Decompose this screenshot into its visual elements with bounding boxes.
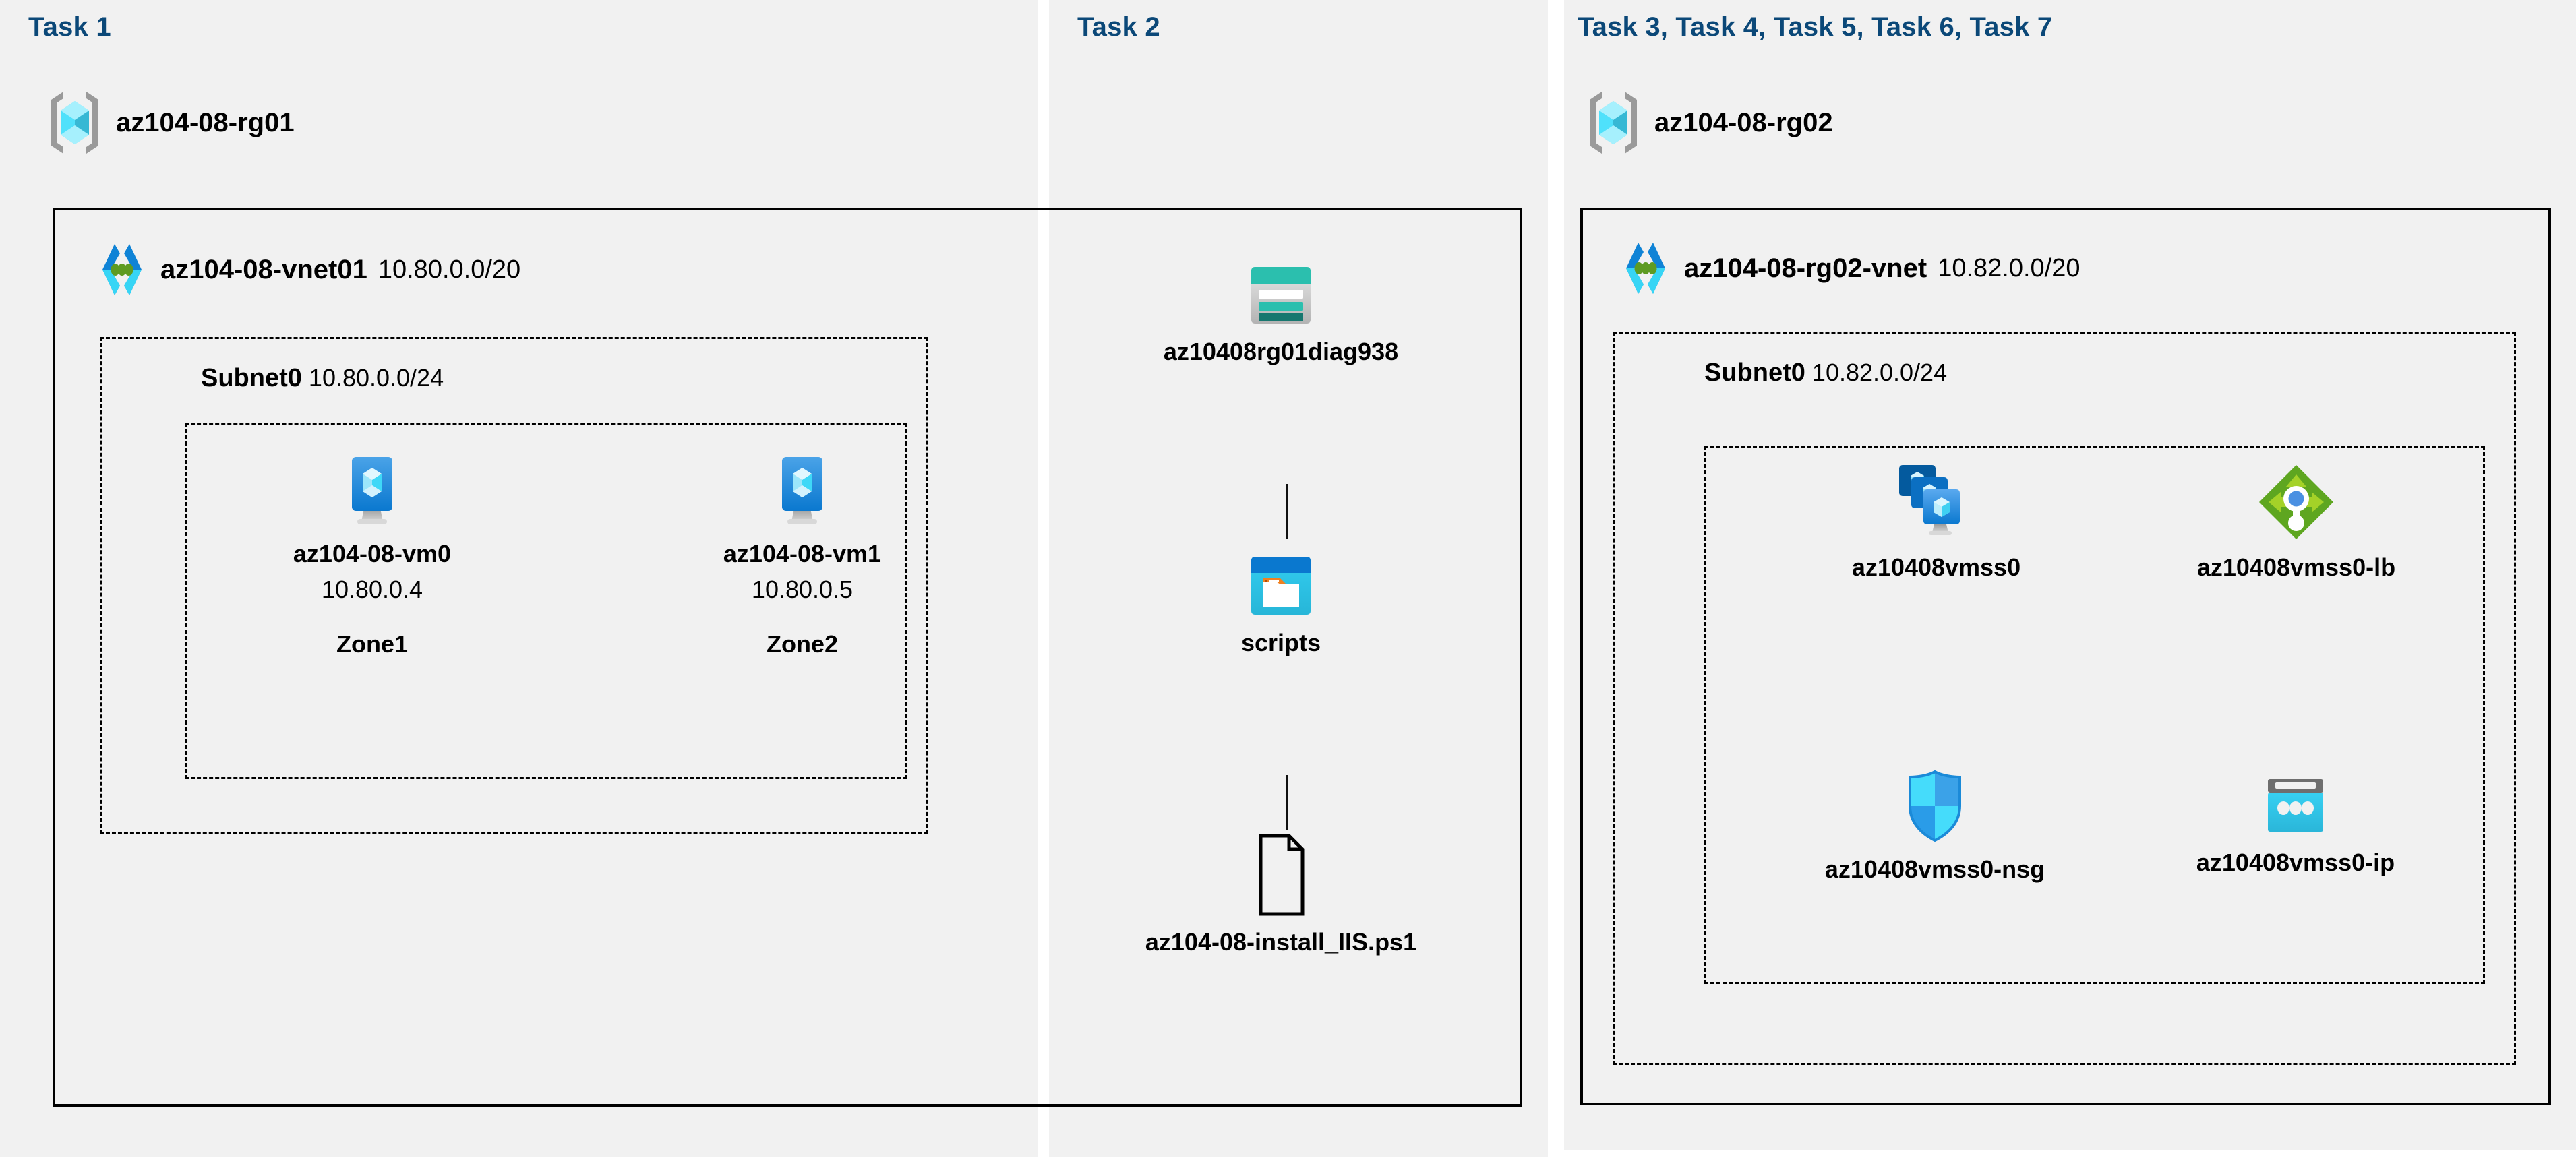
vnet-boundary-vnet01 [53, 208, 1522, 1107]
subnet-name-1: Subnet0 [201, 364, 302, 392]
subnet-label-1: Subnet0 10.80.0.0/24 [201, 364, 444, 393]
resource-group-name-rg02: az104-08-rg02 [1654, 107, 1833, 137]
node-vm-0[interactable]: az104-08-vm0 10.80.0.4 Zone1 [271, 453, 473, 659]
availability-zone-boundary-1 [185, 423, 907, 779]
resource-boundary-2 [1704, 446, 2485, 984]
node-name: az104-08-install_IIS.ps1 [1145, 928, 1417, 956]
task-label-3-7: Task 3, Task 4, Task 5, Task 6, Task 7 [1578, 12, 2053, 42]
node-vm-1[interactable]: az104-08-vm1 10.80.0.5 Zone2 [701, 453, 903, 659]
resource-group-icon [1587, 89, 1640, 156]
node-load-balancer[interactable]: az10408vmss0-lb [2148, 462, 2445, 582]
resource-group-icon [49, 89, 101, 156]
virtual-machine-icon [337, 453, 407, 528]
node-zone: Zone2 [766, 630, 838, 658]
node-name: az104-08-vm0 [293, 540, 452, 567]
node-name: az10408vmss0-lb [2196, 553, 2396, 581]
node-blob-container[interactable]: scripts [1146, 554, 1416, 658]
task-label-1: Task 1 [28, 12, 111, 42]
vnet-header-rg02-vnet: az104-08-rg02-vnet 10.82.0.0/20 [1618, 240, 2080, 297]
subnet-boundary-2 [1613, 332, 2516, 1065]
node-storage-account[interactable]: az10408rg01diag938 [1146, 264, 1416, 367]
public-ip-address-icon [2262, 775, 2329, 837]
node-ps1-file[interactable]: az104-08-install_IIS.ps1 [1119, 833, 1443, 957]
task-label-2: Task 2 [1077, 12, 1160, 42]
panel-task-1 [0, 0, 1038, 1157]
node-ip: 10.80.0.4 [321, 575, 423, 603]
connector-storage-to-container [1286, 484, 1288, 539]
node-name: az104-08-vm1 [723, 540, 882, 567]
node-vmss[interactable]: az10408vmss0 [1795, 462, 2078, 582]
node-network-security-group[interactable]: az10408vmss0-nsg [1787, 768, 2083, 884]
resource-group-name-rg01: az104-08-rg01 [116, 107, 295, 137]
vnet-boundary-rg02-vnet [1580, 208, 2551, 1105]
subnet-label-2: Subnet0 10.82.0.0/24 [1704, 359, 1947, 388]
node-name: az10408rg01diag938 [1163, 338, 1399, 365]
node-name: az10408vmss0-nsg [1824, 855, 2045, 883]
vnet-header-vnet01: az104-08-vnet01 10.80.0.0/20 [94, 241, 520, 298]
node-ip: 10.80.0.5 [751, 575, 853, 603]
node-name: az10408vmss0-ip [2196, 849, 2395, 876]
vnet-cidr-rg02-vnet: 10.82.0.0/20 [1938, 253, 2080, 282]
subnet-name-2: Subnet0 [1704, 359, 1805, 387]
virtual-machine-icon [767, 453, 837, 528]
subnet-cidr-1: 10.80.0.0/24 [308, 364, 444, 392]
node-name: scripts [1240, 629, 1321, 656]
file-document-icon [1249, 833, 1313, 917]
vnet-name-rg02-vnet: az104-08-rg02-vnet [1684, 253, 1927, 283]
virtual-network-icon [1618, 240, 1673, 297]
storage-account-icon [1247, 264, 1315, 326]
node-name: az10408vmss0 [1851, 553, 2021, 581]
blob-container-icon [1248, 554, 1314, 617]
node-zone: Zone1 [336, 630, 408, 658]
vnet-cidr-vnet01: 10.80.0.0/20 [378, 255, 521, 284]
subnet-boundary-1 [100, 337, 928, 834]
vnet-name-vnet01: az104-08-vnet01 [160, 254, 367, 284]
resource-group-rg02: az104-08-rg02 [1587, 89, 1833, 156]
virtual-network-icon [94, 241, 150, 298]
panel-task-3-7 [1564, 0, 2576, 1150]
resource-group-rg01: az104-08-rg01 [49, 89, 295, 156]
subnet-cidr-2: 10.82.0.0/24 [1811, 359, 1948, 386]
network-security-group-icon [1903, 768, 1967, 844]
node-public-ip-address[interactable]: az10408vmss0-ip [2151, 775, 2440, 878]
connector-container-to-file [1286, 775, 1288, 830]
load-balancer-icon [2256, 462, 2336, 542]
vm-scale-set-icon [1894, 462, 1979, 542]
